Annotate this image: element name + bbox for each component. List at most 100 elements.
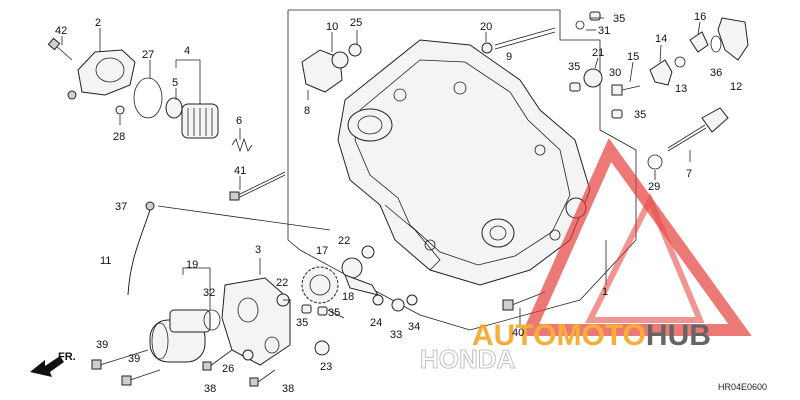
callout-20: 20 [480,21,492,33]
callout-13: 13 [675,83,687,95]
callout-37: 37 [115,201,127,213]
seal-25 [331,43,362,69]
sensor-16 [689,31,709,53]
bolt-38b [249,369,276,387]
callout-35c: 35 [634,109,646,121]
pin-35d [301,304,312,314]
clip-37 [145,201,155,211]
callout-8: 8 [304,105,310,117]
watermark-auto: AUTO [472,319,556,352]
breather-tube-11 [127,209,151,296]
callout-24: 24 [370,317,382,329]
callout-38a: 38 [204,383,216,395]
pin-35e [317,306,328,316]
bracket-12 [717,17,749,61]
callout-17: 17 [316,245,328,257]
callout-6: 6 [236,115,242,127]
o-ring-32 [203,309,221,331]
callout-12: 12 [730,81,742,93]
callout-36: 36 [710,67,722,79]
callout-16: 16 [694,11,706,23]
callout-3: 3 [255,244,261,256]
callout-35d: 35 [296,317,308,329]
bearing-22b [361,245,375,259]
front-direction-arrow: FR. [30,351,76,377]
shaft-9 [494,27,556,50]
pin-26 [242,349,254,361]
gear-18 [341,257,380,296]
filter-cover-2 [67,49,136,100]
callout-27: 27 [142,49,154,61]
callout-22b: 22 [338,235,350,247]
gear-21 [583,68,603,88]
o-ring-36 [710,35,722,53]
callout-1: 1 [602,286,608,298]
callout-29: 29 [648,181,660,193]
callout-39a: 39 [96,339,108,351]
pin-35c [611,109,623,119]
callout-31: 31 [598,25,610,37]
callout-35b: 35 [568,61,580,73]
washer-24 [372,294,384,306]
cover-3 [221,277,291,366]
nut-33 [391,298,405,312]
callout-19: 19 [186,259,198,271]
callout-15: 15 [627,51,639,63]
callout-21: 21 [592,47,604,59]
watermark-triangle [520,138,752,336]
washer-28 [115,105,125,115]
pin-35b [569,82,581,92]
callout-30: 30 [609,67,621,79]
bearing-23 [314,340,330,356]
callout-11: 11 [100,255,111,267]
gear-17 [301,266,339,304]
callouts: 1 2 3 4 5 6 7 8 9 10 11 12 13 14 15 16 1… [55,11,742,395]
callout-32: 32 [203,287,215,299]
starter-motor-19 [149,309,211,363]
callout-25: 25 [350,17,362,29]
leader-lines [61,17,701,325]
o-ring-13 [674,56,686,68]
direction-label: FR. [58,351,76,363]
washer-20 [481,42,493,54]
washer-34 [406,294,418,306]
callout-14: 14 [655,33,667,45]
callout-23: 23 [320,361,332,373]
callout-38b: 38 [282,383,294,395]
brand-outline: HONDA [420,344,516,374]
pin-35a [589,11,601,21]
watermark-hub: HUB [646,319,711,352]
callout-26: 26 [222,363,234,375]
callout-18: 18 [342,291,354,303]
bolt-39a [91,349,149,370]
diagram-code: HR04E0600 [718,382,767,392]
callout-5: 5 [172,77,178,89]
callout-2: 2 [95,17,101,29]
watermark: AUTOMOTOHUB HONDA [420,138,752,375]
callout-22a: 22 [276,277,288,289]
crankcase-cover [337,39,591,286]
callout-9: 9 [506,51,512,63]
callout-7: 7 [686,168,692,180]
callout-39b: 39 [128,353,140,365]
callout-42: 42 [55,25,67,37]
bolt-42 [47,37,73,61]
ring-31 [575,20,585,30]
dipstick-7 [667,107,729,152]
bolt-15 [611,84,641,96]
callout-40: 40 [512,327,524,339]
callout-33: 33 [390,329,402,341]
o-ring-27 [133,77,163,119]
svg-text:AUTOMOTOHUB: AUTOMOTOHUB [472,319,711,352]
callout-41: 41 [234,165,246,177]
bolt-39b [121,369,161,386]
housing-14 [649,59,673,86]
callout-35a: 35 [613,13,625,25]
watermark-moto: MOTO [556,319,645,352]
o-ring-29 [647,154,663,170]
callout-10: 10 [326,21,338,33]
callout-35e: 35 [328,307,340,319]
callout-34: 34 [408,321,420,333]
o-ring-5 [165,97,183,119]
